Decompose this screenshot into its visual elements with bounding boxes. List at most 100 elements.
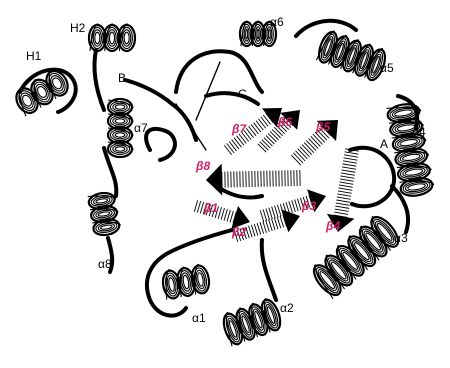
strand-b8 bbox=[206, 164, 300, 196]
strand-b2-hatch bbox=[246, 227, 250, 238]
strand-b4-hatch bbox=[342, 170, 356, 172]
strand-b4-hatch bbox=[342, 167, 356, 169]
helix-h2-shade bbox=[124, 32, 129, 44]
strand-b4-hatch bbox=[336, 203, 350, 205]
strand-b6-hatch bbox=[264, 138, 272, 146]
helix-a7 bbox=[108, 99, 133, 157]
label-helix-a7: α7 bbox=[134, 121, 148, 135]
strand-b7-hatch bbox=[251, 124, 258, 133]
strand-b7-hatch bbox=[232, 140, 239, 149]
strand-b5-hatch bbox=[313, 134, 323, 144]
label-strand-b5: β5 bbox=[315, 120, 330, 134]
helix-h1-shade bbox=[21, 94, 33, 108]
strand-b2-hatch bbox=[269, 220, 273, 231]
strand-b2-hatch bbox=[260, 222, 264, 233]
strand-b3-hatch bbox=[263, 209, 267, 220]
strand-b2-hatch bbox=[266, 220, 270, 231]
strand-b4-hatch bbox=[344, 158, 358, 160]
strand-b6-hatch bbox=[270, 131, 278, 139]
label-helix-h1: H1 bbox=[26, 49, 42, 63]
strand-b5-hatch bbox=[291, 155, 301, 165]
labels: H1H2α1α2α3α4α5α6α7α8β1β2β3β4β5β6β7β8ABC bbox=[26, 15, 426, 325]
helix-a6-shade bbox=[246, 29, 248, 39]
helices bbox=[12, 21, 435, 347]
label-loop-b: B bbox=[118, 71, 126, 85]
helix-a1 bbox=[161, 263, 211, 300]
helix-a5 bbox=[316, 28, 389, 82]
strand-b6-hatch bbox=[260, 142, 268, 150]
label-strand-b2: β2 bbox=[231, 225, 246, 239]
helix-h1-shade bbox=[51, 76, 63, 90]
strand-b2-hatch bbox=[254, 224, 258, 235]
strand-b5-hatch bbox=[293, 153, 303, 163]
strand-b7-hatch bbox=[246, 128, 253, 137]
strand-b2-hatch bbox=[274, 218, 278, 229]
strand-b4-hatch bbox=[343, 164, 357, 166]
strand-b4-hatch bbox=[334, 212, 348, 214]
strand-b6-hatch bbox=[258, 144, 266, 152]
strand-b5-hatch bbox=[296, 151, 306, 161]
strand-b1-hatch bbox=[224, 209, 227, 221]
strand-b2-hatch bbox=[280, 216, 284, 227]
strand-b4-hatch bbox=[336, 200, 350, 202]
label-strand-b4: β4 bbox=[325, 219, 340, 233]
strand-b4-hatch bbox=[344, 155, 358, 157]
coil-h2-link bbox=[94, 50, 104, 110]
helix-a6-shade bbox=[268, 29, 270, 39]
coil-top-arc bbox=[176, 51, 262, 92]
strand-b7-hatch bbox=[254, 123, 261, 132]
helix-h1-shade bbox=[36, 85, 48, 99]
strand-b1-hatch bbox=[221, 208, 224, 220]
strand-b5-hatch bbox=[300, 147, 310, 157]
label-strand-b8: β8 bbox=[195, 159, 210, 173]
strand-b4-hatch bbox=[340, 179, 354, 181]
strand-b3-hatch bbox=[275, 206, 279, 217]
strand-b7-hatch bbox=[224, 145, 231, 154]
strand-b3-hatch bbox=[266, 208, 270, 219]
strand-b5-hatch bbox=[302, 145, 312, 155]
strand-b4-hatch bbox=[341, 173, 355, 175]
helix-a7-shade bbox=[115, 119, 125, 123]
label-helix-a5: α5 bbox=[380, 61, 394, 75]
label-strand-b3: β3 bbox=[301, 199, 316, 213]
label-strand-b1: β1 bbox=[203, 201, 218, 215]
strand-b1-hatch bbox=[230, 211, 233, 223]
strand-b6-hatch bbox=[272, 129, 280, 137]
helix-h2-shade bbox=[109, 32, 114, 44]
strand-b1-hatch bbox=[194, 200, 197, 212]
label-helix-a1: α1 bbox=[192, 311, 206, 325]
strand-b6-hatch bbox=[266, 136, 274, 144]
strand-b5 bbox=[291, 120, 338, 165]
strand-b3-hatch bbox=[297, 199, 301, 210]
strand-b4-hatch bbox=[339, 185, 353, 187]
coil-thin-stick-2 bbox=[176, 104, 206, 150]
strand-b3-hatch bbox=[292, 200, 296, 211]
helix-a6-shade bbox=[257, 29, 259, 39]
strand-b4-hatch bbox=[335, 209, 349, 211]
strand-b2-hatch bbox=[271, 219, 275, 230]
strand-b2-hatch bbox=[249, 226, 253, 237]
strand-b4-hatch bbox=[343, 161, 357, 163]
coil-right-descend bbox=[392, 186, 408, 232]
label-helix-a4: α4 bbox=[412, 125, 426, 139]
helix-h2 bbox=[89, 24, 135, 51]
label-strand-b6: β6 bbox=[277, 115, 292, 129]
strand-b3-hatch bbox=[260, 210, 264, 221]
strand-b4-hatch bbox=[337, 194, 351, 196]
strand-b2-hatch bbox=[277, 217, 281, 228]
coil-lower-mid bbox=[262, 240, 276, 300]
strand-b4-hatch bbox=[345, 152, 359, 154]
strand-b4-hatch bbox=[339, 182, 353, 184]
helix-a3 bbox=[308, 212, 403, 300]
strand-b7-hatch bbox=[249, 126, 256, 135]
strand-b2-arrowhead bbox=[281, 209, 300, 232]
coil-c-loop bbox=[206, 93, 258, 104]
strand-b2-hatch bbox=[251, 225, 255, 236]
strand-b5-hatch bbox=[306, 140, 316, 150]
strand-b7-hatch bbox=[236, 136, 243, 145]
label-helix-a8: α8 bbox=[98, 257, 112, 271]
strand-b3-hatch bbox=[277, 205, 281, 216]
strand-b1-hatch bbox=[197, 201, 200, 213]
